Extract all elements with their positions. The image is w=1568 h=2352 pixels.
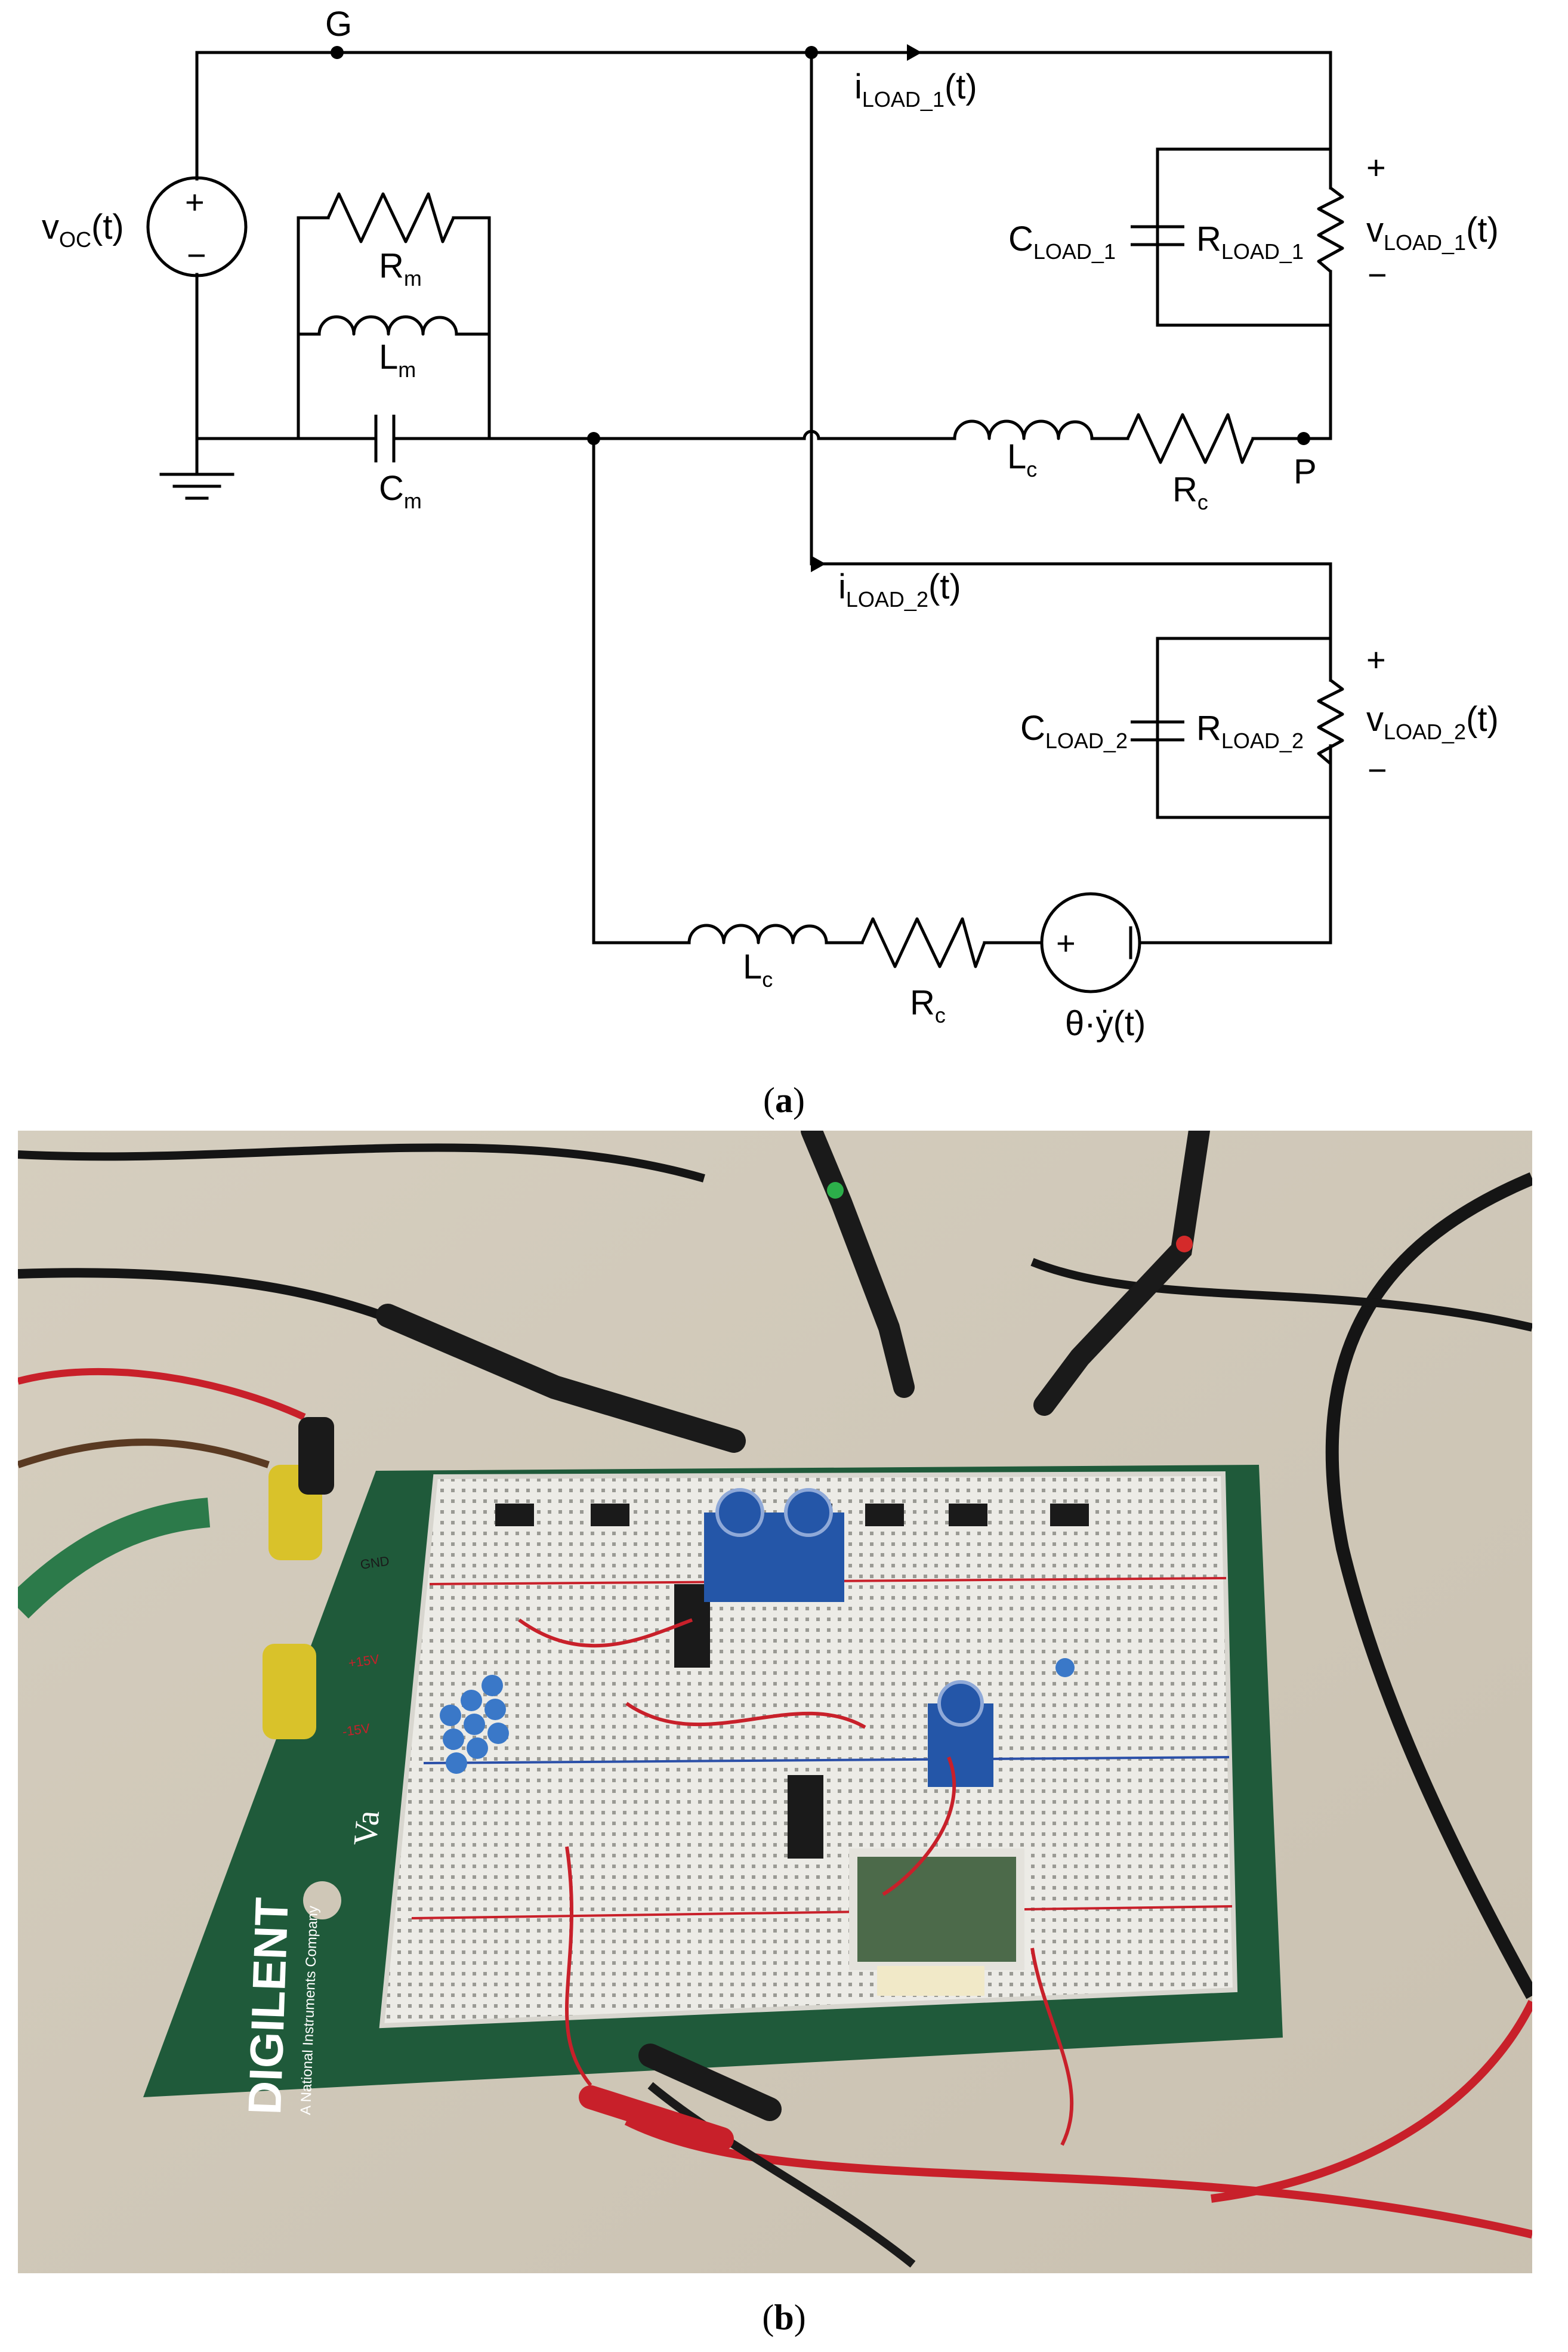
node-g-label: G [325, 5, 352, 44]
breadboard-photo: DIGILENT A National Instruments Company … [18, 1131, 1532, 2273]
cload2-capacitor [1131, 720, 1184, 742]
lower-left-wire [592, 437, 691, 944]
transformer [849, 1848, 1024, 1970]
voc-source [146, 176, 248, 277]
mount-hole [303, 1881, 341, 1919]
lc1-label: Lc [1007, 437, 1037, 481]
rm-resistor [326, 192, 455, 243]
cload1-capacitor [1131, 225, 1184, 246]
caption-a: (a) [763, 1081, 805, 1120]
red-lead [624, 2117, 1532, 2239]
load2-bottom [1138, 744, 1332, 944]
banana-plug [263, 1644, 316, 1739]
lc1-inductor [953, 419, 1094, 440]
wires [195, 51, 1332, 944]
cload2-label: CLOAD_2 [1020, 709, 1128, 753]
nodes [331, 46, 1310, 445]
node-mid-dot [587, 432, 600, 445]
rm-branch [297, 216, 491, 440]
node-top-dot [805, 46, 818, 59]
node-g-dot [331, 46, 344, 59]
source2-label: θ·ẏ(t) [1065, 1004, 1146, 1043]
cable [1030, 1258, 1532, 1332]
lm-label: Lm [379, 338, 416, 382]
rm-label: Rm [379, 246, 422, 291]
caption-b: (b) [762, 2298, 806, 2337]
vload2-plus: + [1366, 641, 1386, 678]
source2-plus: + [1056, 924, 1076, 962]
iload1-arrow [907, 44, 922, 61]
vload1-label: vLOAD_1(t) [1366, 211, 1499, 255]
scope-probe [1033, 1131, 1210, 1416]
rc2-label: Rc [910, 983, 946, 1027]
board-marker: Va [347, 1809, 387, 1847]
photo-illustration: DIGILENT A National Instruments Company … [18, 1131, 1532, 2273]
node-p-dot [1297, 432, 1310, 445]
green-cable [18, 1498, 211, 1619]
load1-box [1156, 147, 1332, 327]
node-p-label: P [1294, 452, 1317, 491]
board-brand: DIGILENT [238, 1897, 298, 2116]
lm-inductor [317, 315, 458, 336]
rc1-label: Rc [1172, 470, 1208, 514]
scope-probe [376, 1304, 746, 1453]
rc2-resistor [860, 917, 986, 968]
vload2-minus: − [1368, 751, 1387, 789]
vload1-plus: + [1366, 149, 1386, 186]
cload1-label: CLOAD_1 [1008, 220, 1116, 264]
lc2-label: Lc [743, 947, 773, 992]
iload1-label: iLOAD_1(t) [854, 67, 977, 112]
iload2-label: iLOAD_2(t) [838, 567, 961, 612]
rload1-label: RLOAD_1 [1196, 220, 1304, 264]
rc1-resistor [1126, 413, 1255, 464]
voc-label: vOC(t) [42, 208, 124, 252]
voc-minus: − [187, 236, 206, 274]
top-wire [195, 51, 1332, 158]
cable [1325, 1172, 1532, 1999]
red-clip [579, 2085, 734, 2151]
cm-capacitor [374, 415, 396, 462]
vload2-label: vLOAD_2(t) [1366, 700, 1499, 744]
scope-probe [801, 1131, 915, 1398]
circuit-schematic: + − vOC(t) G P Rm Lm Cm iLOAD_1(t) CLOAD… [42, 5, 1499, 1043]
lc2-inductor [687, 924, 828, 944]
p-wire [1251, 273, 1332, 440]
black-clip [638, 2044, 782, 2121]
vertical-branch [810, 51, 1332, 640]
ground-symbol [159, 473, 234, 500]
load2-box [1156, 637, 1332, 819]
cable [18, 1143, 705, 1183]
rload1-resistor [1317, 187, 1344, 273]
voc-plus: + [185, 183, 205, 221]
iload2-arrow [811, 555, 826, 572]
rload2-resistor [1317, 679, 1344, 765]
vload1-minus: − [1368, 256, 1387, 294]
motional-source [1040, 892, 1141, 993]
cm-label: Cm [379, 469, 422, 513]
rload2-label: RLOAD_2 [1196, 709, 1304, 753]
